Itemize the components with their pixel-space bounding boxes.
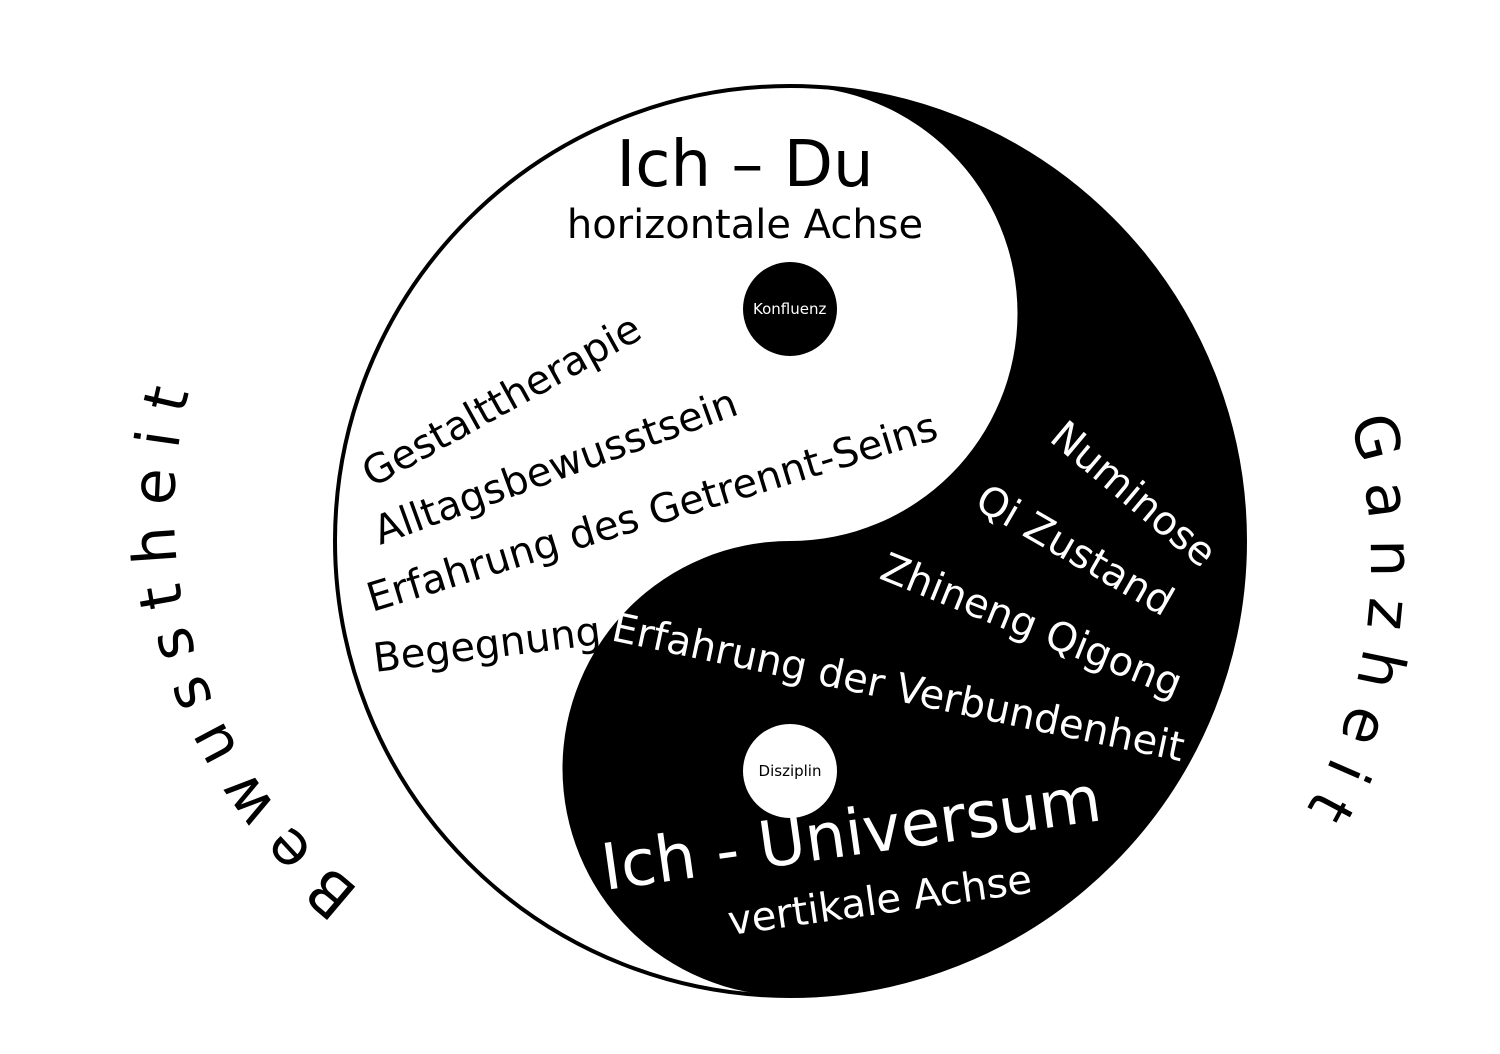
black-dot [743,262,837,356]
outer-right-word: G a n z h e i t [1294,406,1427,834]
top-subtitle: horizontale Achse [567,202,923,248]
top-title: Ich – Du [616,128,873,202]
outer-right-word-path: G a n z h e i t [1294,406,1427,834]
black-region [562,86,1245,996]
outer-left-word-path: B e w u s s t h e i t [119,380,370,933]
white-dot [743,724,837,818]
outer-left-word: B e w u s s t h e i t [119,380,370,933]
dark-dot-label: Disziplin [759,762,822,780]
light-dot-label: Konfluenz [753,300,826,318]
